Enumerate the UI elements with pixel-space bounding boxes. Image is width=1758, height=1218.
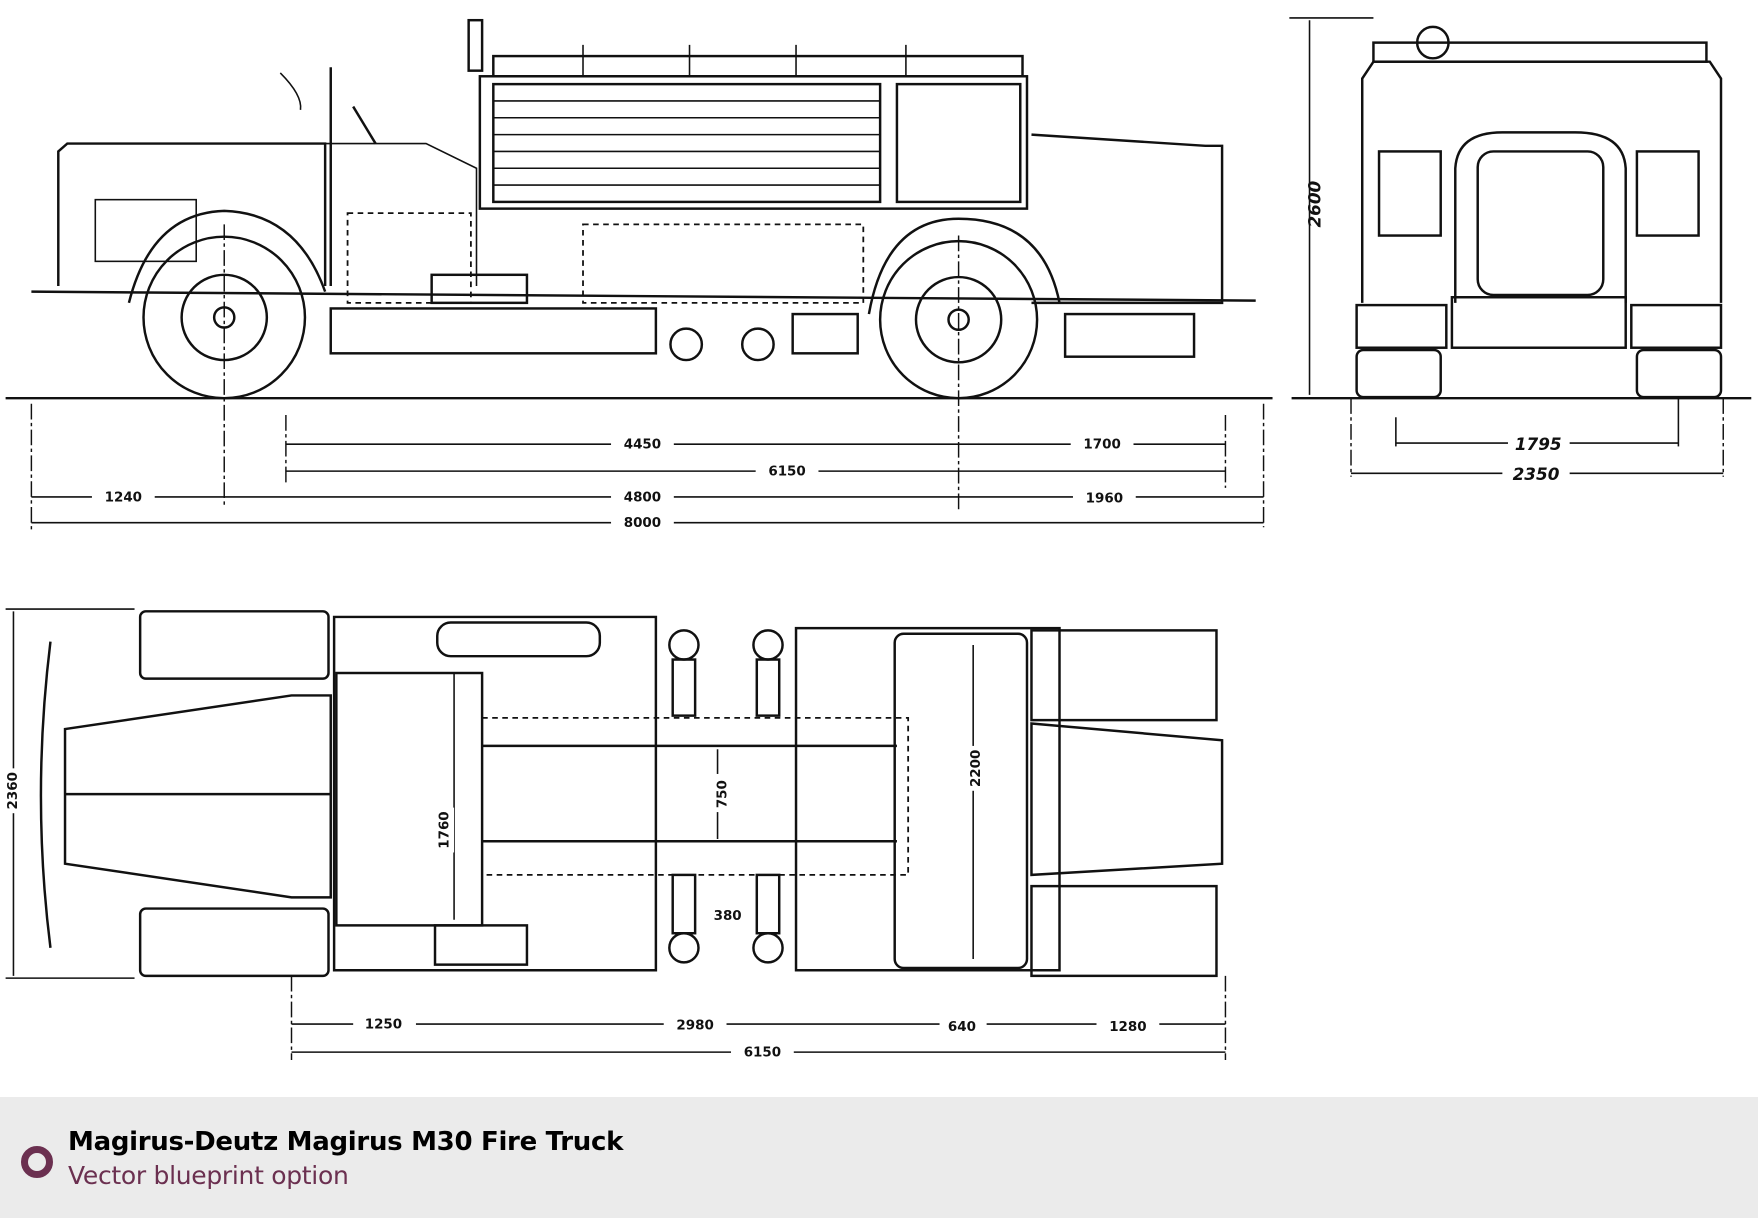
ring-icon (21, 1146, 53, 1178)
dim-1700: 1700 (1083, 438, 1120, 453)
dim-1250: 1250 (365, 1018, 402, 1033)
dim-640: 640 (948, 1020, 976, 1035)
dim-1240: 1240 (105, 490, 142, 505)
dim-6150-top: 6150 (744, 1046, 781, 1061)
side-view: 4450 1700 6150 1240 4800 1960 8000 (5, 18, 1273, 533)
front-view: 2600 1795 2350 (1289, 17, 1752, 485)
dim-750: 750 (716, 780, 731, 808)
dim-380: 380 (714, 909, 742, 924)
dim-2360: 2360 (6, 772, 21, 809)
dim-4450: 4450 (624, 438, 661, 453)
dim-8000: 8000 (624, 516, 661, 531)
blueprint-drawing: 4450 1700 6150 1240 4800 1960 8000 2600 … (2, 17, 1752, 1062)
caption-footer: Magirus-Deutz Magirus M30 Fire Truck Vec… (0, 1097, 1758, 1218)
dim-1795: 1795 (1515, 434, 1562, 454)
dim-2350: 2350 (1513, 464, 1560, 484)
dim-2980: 2980 (676, 1019, 713, 1034)
caption-subtitle: Vector blueprint option (68, 1161, 349, 1190)
dim-6150: 6150 (768, 465, 805, 480)
dim-1760: 1760 (437, 811, 452, 848)
caption-title: Magirus-Deutz Magirus M30 Fire Truck (68, 1127, 624, 1157)
dim-2200: 2200 (969, 750, 984, 787)
dim-1960: 1960 (1086, 492, 1123, 507)
top-view: 2360 1760 750 2200 380 1250 2980 640 128… (2, 608, 1227, 1062)
dim-4800: 4800 (624, 490, 661, 505)
dim-1280: 1280 (1109, 1020, 1146, 1035)
dim-2600: 2600 (1305, 180, 1325, 227)
